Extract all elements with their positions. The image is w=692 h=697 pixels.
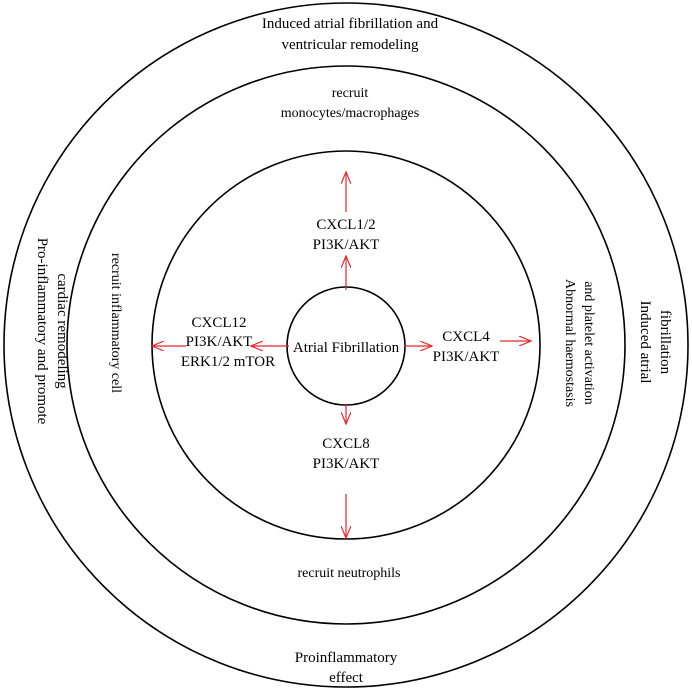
- outer-bottom-line1: Proinflammatory: [295, 650, 398, 666]
- middle-right-line1: Abnormal haemostasis: [562, 279, 577, 407]
- outer-top-line1: Induced atrial fibrillation and: [262, 16, 439, 32]
- left-mediator-line3: ERK1/2 mTOR: [181, 354, 275, 370]
- outer-ring: [3, 2, 689, 688]
- middle-bottom-label: recruit neutrophils: [297, 566, 400, 581]
- middle-left-label: recruit inflammatory cell: [108, 253, 123, 393]
- left-mediator-line1: CXCL12: [191, 315, 246, 331]
- outer-right-line2: fibrillation: [657, 310, 673, 375]
- outer-left-line2: cardiac remodeling: [54, 273, 70, 389]
- center-label: Atrial Fibrillation: [293, 340, 400, 356]
- middle-ring: [66, 65, 626, 625]
- middle-top-line1: recruit: [332, 86, 369, 101]
- left-mediator-line2: PI3K/AKT: [186, 334, 253, 350]
- right-mediator-line1: CXCL4: [442, 329, 490, 345]
- outer-right-line1: Induced atrial: [637, 301, 653, 384]
- bottom-mediator-line1: CXCL8: [322, 436, 370, 452]
- middle-top-line2: monocytes/macrophages: [281, 106, 419, 121]
- right-mediator-line2: PI3K/AKT: [433, 349, 500, 365]
- top-mediator-line1: CXCL1/2: [316, 217, 375, 233]
- outer-bottom-line2: effect: [329, 670, 364, 686]
- outer-top-line2: ventricular remodeling: [281, 37, 419, 53]
- outer-left-line1: Pro-inflammatory and promote: [34, 238, 50, 425]
- top-mediator-line2: PI3K/AKT: [313, 237, 380, 253]
- middle-right-line2: and platelet activation: [581, 281, 596, 405]
- bottom-mediator-line2: PI3K/AKT: [313, 456, 380, 472]
